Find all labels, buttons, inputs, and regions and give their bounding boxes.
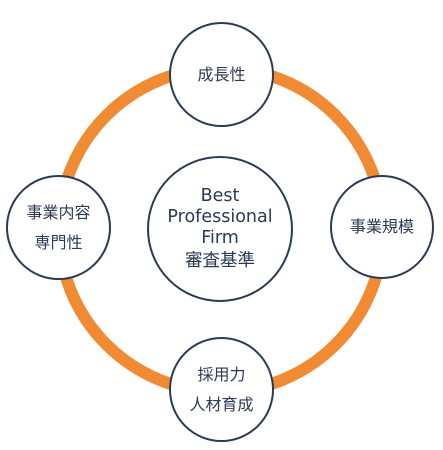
node-business-scale: 事業規模 [330, 175, 434, 279]
node-business-label: 事業内容 [26, 202, 91, 222]
center-node: Best Professional Firm 審査基準 [147, 156, 293, 302]
center-line-professional: Professional [167, 207, 273, 227]
node-expertise-label: 専門性 [34, 232, 83, 252]
center-line-criteria: 審査基準 [185, 251, 255, 271]
node-growth-label: 成長性 [197, 64, 246, 84]
center-line-firm: Firm [201, 228, 239, 248]
node-recruitment-label: 採用力 [197, 364, 246, 384]
node-business-expertise: 事業内容 専門性 [6, 175, 111, 280]
node-recruitment-development: 採用力 人材育成 [169, 337, 274, 442]
node-growth: 成長性 [169, 22, 274, 127]
node-development-label: 人材育成 [189, 394, 254, 414]
center-line-best: Best [200, 186, 240, 206]
node-scale-label: 事業規模 [349, 217, 414, 236]
